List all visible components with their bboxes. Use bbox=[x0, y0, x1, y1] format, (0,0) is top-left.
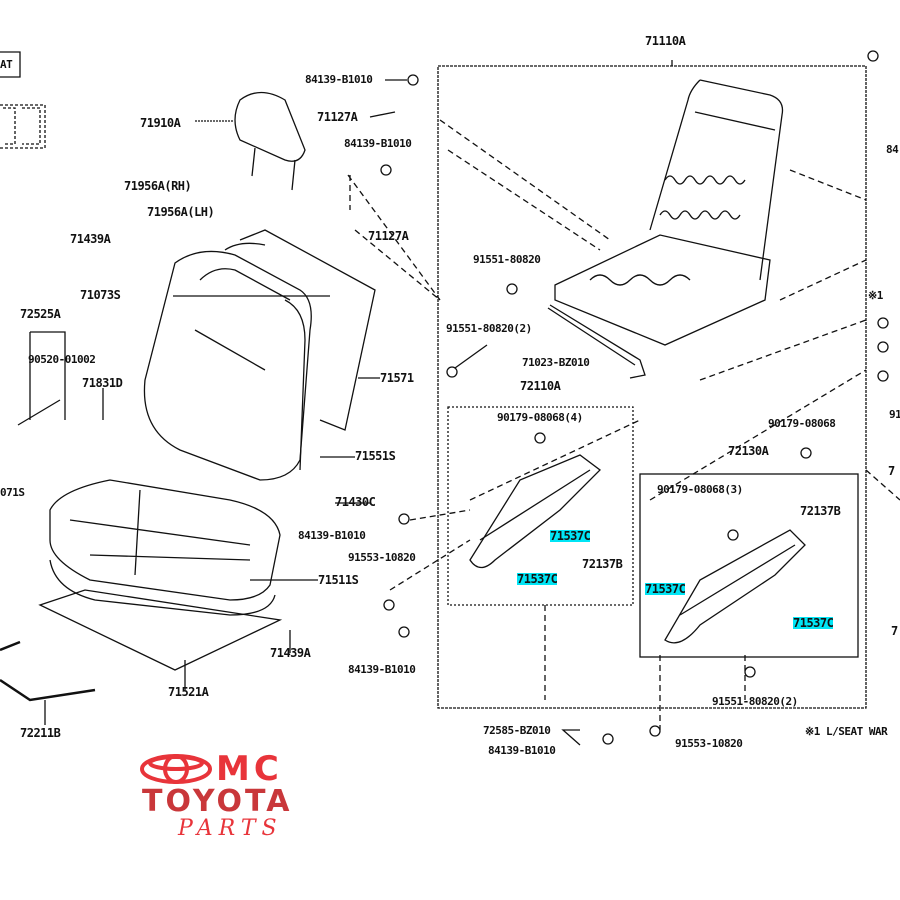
part-label: 84139-B1010 bbox=[488, 744, 556, 757]
part-label: 91 bbox=[889, 408, 900, 421]
part-label: 90179-08068(3) bbox=[657, 483, 743, 496]
seat-track-right bbox=[664, 529, 806, 644]
part-label: 71571 bbox=[380, 371, 414, 385]
part-label: 71110A bbox=[645, 34, 686, 48]
part-label: 71023-BZ010 bbox=[522, 356, 590, 369]
part-label: 91551-80820(2) bbox=[712, 695, 798, 708]
part-label: 72585-BZ010 bbox=[483, 724, 551, 737]
note-label: ※1 bbox=[868, 289, 883, 302]
part-label: 071S bbox=[0, 486, 25, 499]
part-label: 71831D bbox=[82, 376, 123, 390]
part-label: 84139-B1010 bbox=[348, 663, 416, 676]
track-box-right bbox=[639, 473, 859, 658]
corner-label: AT bbox=[0, 58, 13, 71]
part-label: 91553-10820 bbox=[348, 551, 416, 564]
part-label: 90179-08068(4) bbox=[497, 411, 583, 424]
part-label: 91553-10820 bbox=[675, 737, 743, 750]
part-label: 84139-B1010 bbox=[305, 73, 373, 86]
note-label: ※1 L/SEAT WAR bbox=[805, 725, 888, 738]
part-label: 72211B bbox=[20, 726, 61, 740]
part-label: 71127A bbox=[317, 110, 358, 124]
part-label: 72130A bbox=[728, 444, 769, 458]
logo-toyota: TOYOTA bbox=[142, 784, 293, 819]
part-label: 71910A bbox=[140, 116, 181, 130]
part-label: 71956A(LH) bbox=[147, 205, 215, 219]
part-label: 71439A bbox=[70, 232, 111, 246]
headrest bbox=[195, 91, 306, 191]
seat-frame bbox=[547, 79, 784, 379]
part-label: 7 bbox=[891, 624, 898, 638]
part-label: 71127A bbox=[368, 229, 409, 243]
part-label: 72137B bbox=[582, 557, 623, 571]
part-label: 71521A bbox=[168, 685, 209, 699]
part-label: 72137B bbox=[800, 504, 841, 518]
part-label-highlighted: 71537C bbox=[517, 572, 558, 586]
part-label-highlighted: 71537C bbox=[645, 582, 686, 596]
part-label: 91551-80820(2) bbox=[446, 322, 532, 335]
part-label: 90179-08068 bbox=[768, 417, 836, 430]
frame-assembly-box bbox=[437, 65, 867, 709]
part-label-highlighted: 71537C bbox=[793, 616, 834, 630]
seat-icon-box bbox=[0, 104, 46, 149]
part-label: 84139-B1010 bbox=[298, 529, 366, 542]
part-label: 71511S bbox=[318, 573, 359, 587]
wire-72211b bbox=[0, 678, 96, 702]
part-label: 84 bbox=[886, 143, 899, 156]
part-label: 71430C bbox=[335, 495, 376, 509]
seat-track-left bbox=[469, 454, 601, 569]
part-label-highlighted: 71537C bbox=[550, 529, 591, 543]
part-label: 71956A(RH) bbox=[124, 179, 192, 193]
part-label: 71073S bbox=[80, 288, 121, 302]
track-box-left bbox=[447, 406, 634, 606]
logo-mc: MC bbox=[216, 749, 283, 789]
part-label: 90520-01002 bbox=[28, 353, 96, 366]
part-label: 72525A bbox=[20, 307, 61, 321]
seatback-cover bbox=[143, 229, 376, 481]
logo-parts: PARTS bbox=[178, 816, 283, 841]
fastener-symbols bbox=[380, 50, 889, 745]
part-label: 7 bbox=[888, 464, 895, 478]
part-label: 72110A bbox=[520, 379, 561, 393]
seat-cushion bbox=[38, 479, 283, 671]
label-leaders bbox=[17, 79, 581, 746]
part-label: 84139-B1010 bbox=[344, 137, 412, 150]
part-label: 71551S bbox=[355, 449, 396, 463]
part-label: 91551-80820 bbox=[473, 253, 541, 266]
corner-box bbox=[0, 51, 21, 78]
leader-lines bbox=[347, 119, 900, 730]
part-label: 71439A bbox=[270, 646, 311, 660]
